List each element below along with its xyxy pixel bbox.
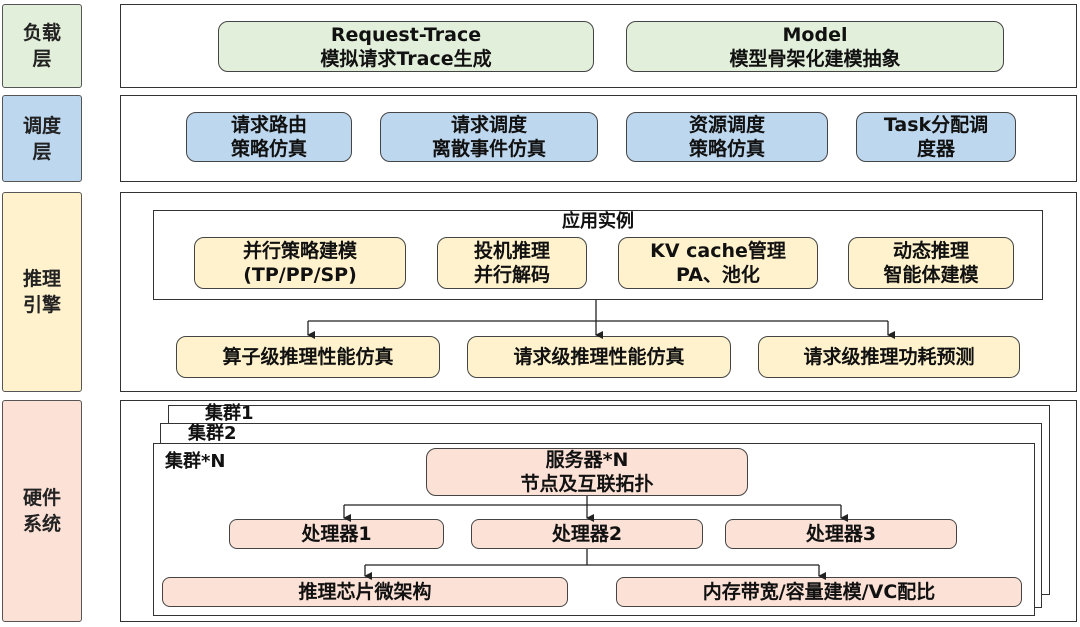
box-line: 动态推理	[892, 240, 969, 262]
processor-1-box: 处理器1	[229, 519, 444, 549]
box-line: 节点及互联拓扑	[520, 473, 654, 495]
memory-model-box: 内存带宽/容量建模/VC配比	[616, 577, 1022, 607]
processor-2-box: 处理器2	[471, 519, 703, 549]
layer-label-inference: 推理 引擎	[2, 192, 82, 392]
layer-label-line: 引擎	[22, 294, 61, 316]
parallel-strategy-box: 并行策略建模 (TP/PP/SP)	[194, 237, 406, 289]
box-line: Model	[782, 23, 848, 46]
box-line: 请求级推理性能仿真	[513, 346, 685, 368]
instance-title: 应用实例	[562, 211, 634, 232]
request-sim-box: 请求级推理性能仿真	[467, 336, 731, 378]
box-line: 处理器2	[551, 523, 623, 545]
request-routing-box: 请求路由 策略仿真	[186, 112, 352, 162]
cluster-label-n: 集群*N	[165, 451, 226, 472]
layer-label-schedule: 调度 层	[2, 95, 82, 182]
dynamic-inference-box: 动态推理 智能体建模	[848, 237, 1014, 289]
box-line: 策略仿真	[688, 138, 765, 160]
box-line: 处理器3	[805, 523, 877, 545]
cluster-label-2: 集群2	[188, 423, 237, 444]
box-line: PA、池化	[676, 264, 760, 286]
box-line: KV cache管理	[650, 240, 786, 262]
box-line: 投机推理	[473, 240, 550, 262]
processor-3-box: 处理器3	[725, 519, 957, 549]
box-line: 模型骨架化建模抽象	[729, 47, 901, 70]
kv-cache-box: KV cache管理 PA、池化	[618, 237, 818, 289]
box-line: 内存带宽/容量建模/VC配比	[702, 581, 936, 603]
layer-label-line: 调度	[22, 114, 61, 137]
layer-label-load: 负载 层	[2, 4, 82, 88]
model-box: Model 模型骨架化建模抽象	[626, 21, 1004, 72]
layer-label-line: 负载	[22, 22, 61, 44]
cluster-label-1: 集群1	[205, 403, 254, 424]
task-allocation-box: Task分配调 度器	[856, 112, 1016, 162]
layer-label-line: 系统	[22, 513, 61, 535]
box-line: 处理器1	[301, 523, 372, 545]
box-line: 请求调度	[450, 114, 527, 136]
box-line: 算子级推理性能仿真	[222, 346, 394, 368]
box-line: 请求级推理功耗预测	[803, 346, 975, 368]
box-line: 请求路由	[230, 114, 307, 136]
request-scheduling-box: 请求调度 离散事件仿真	[380, 112, 598, 162]
speculative-decoding-box: 投机推理 并行解码	[437, 237, 587, 289]
server-box: 服务器*N 节点及互联拓扑	[426, 448, 748, 496]
box-line: 智能体建模	[883, 264, 979, 286]
layer-label-line: 硬件	[22, 487, 61, 509]
request-trace-box: Request-Trace 模拟请求Trace生成	[218, 21, 594, 72]
box-line: (TP/PP/SP)	[243, 264, 357, 286]
box-line: Request-Trace	[330, 23, 482, 46]
box-line: 离散事件仿真	[431, 138, 546, 160]
box-line: 服务器*N	[545, 449, 629, 471]
box-line: Task分配调	[883, 114, 989, 136]
layer-label-hardware: 硬件 系统	[2, 400, 82, 622]
box-line: 策略仿真	[230, 138, 307, 160]
box-line: 资源调度	[688, 114, 765, 136]
box-line: 推理芯片微架构	[298, 581, 432, 603]
box-line: 度器	[916, 138, 955, 160]
resource-scheduling-box: 资源调度 策略仿真	[626, 112, 828, 162]
box-line: 并行解码	[473, 264, 550, 286]
layer-label-line: 层	[32, 48, 52, 70]
box-line: 模拟请求Trace生成	[320, 47, 492, 70]
layer-label-line: 推理	[22, 268, 61, 290]
layer-label-line: 层	[32, 140, 52, 163]
box-line: 并行策略建模	[242, 240, 357, 262]
